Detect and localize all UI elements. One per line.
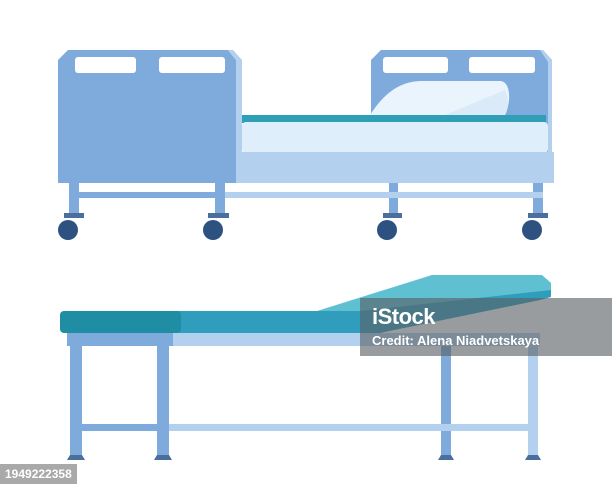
sheet-strip: [242, 115, 546, 123]
couch-cushion: [60, 311, 181, 333]
image-id-tag: 1949222358: [0, 464, 77, 484]
bed-leg: [215, 183, 225, 215]
watermark-logo: iStock: [372, 304, 436, 329]
front-headboard: [58, 50, 236, 183]
hospital-bed: [58, 50, 554, 240]
bed-base: [236, 152, 554, 183]
watermark-banner: iStock Credit: Alena Niadvetskaya: [360, 298, 612, 356]
couch-leg: [157, 346, 169, 456]
wheel: [58, 220, 78, 240]
couch-leg: [441, 346, 451, 456]
front-headboard-slot: [159, 57, 225, 73]
wheel: [522, 220, 542, 240]
back-headboard-slot: [469, 57, 535, 73]
wheel: [203, 220, 223, 240]
bed-leg: [69, 183, 79, 215]
bed-crossbar: [225, 192, 543, 198]
couch-crossbar: [169, 424, 528, 431]
front-headboard-slot: [75, 57, 136, 73]
watermark-credit: Credit: Alena Niadvetskaya: [372, 333, 540, 348]
bed-leg: [389, 183, 398, 215]
back-headboard-slot: [383, 57, 448, 73]
couch-pad: [175, 311, 375, 333]
mattress: [242, 122, 548, 153]
couch-leg: [70, 346, 82, 456]
couch-leg: [528, 346, 538, 456]
wheel: [377, 220, 397, 240]
bed-leg: [533, 183, 543, 215]
